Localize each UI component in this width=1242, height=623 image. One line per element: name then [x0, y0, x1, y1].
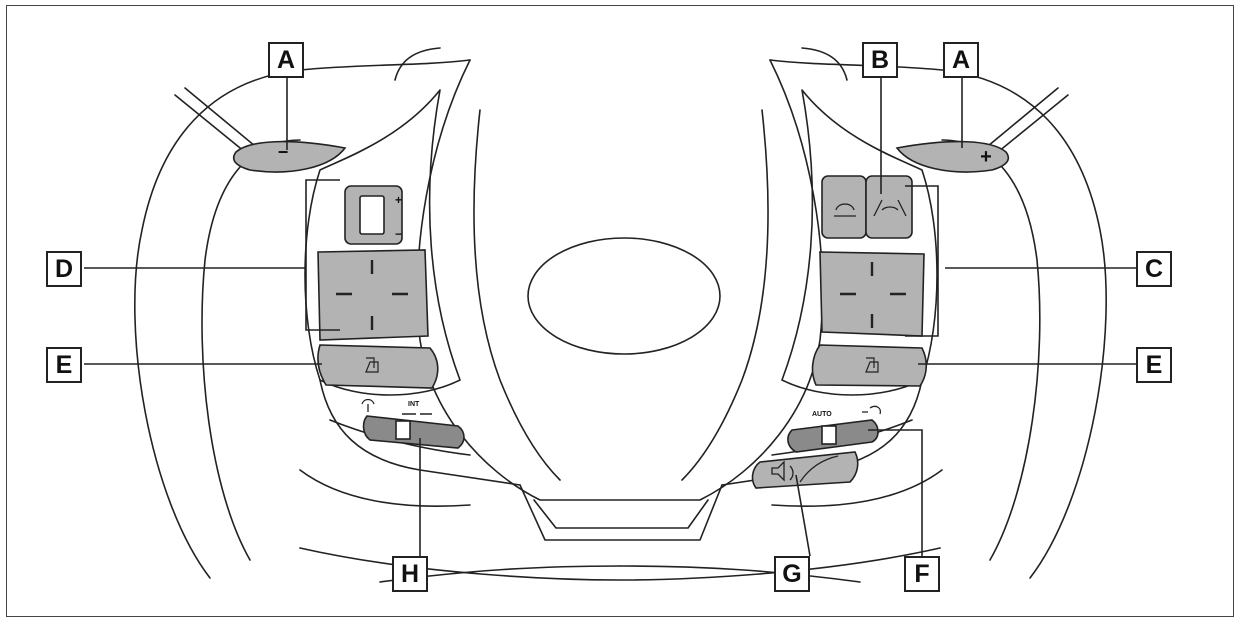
- lane-assist-icon: [873, 199, 907, 217]
- right-screen-switch[interactable]: [811, 344, 928, 387]
- left-spoke-lower: [319, 379, 521, 486]
- light-dial-knob[interactable]: [821, 425, 837, 445]
- callout-A-left: A: [268, 42, 304, 78]
- speaker-talk-icon: [771, 460, 794, 482]
- wiper-dial-knob[interactable]: [395, 420, 411, 440]
- four-way-pad-icon: [336, 260, 408, 330]
- left-paddle-minus[interactable]: [232, 140, 347, 173]
- right-paddle-plus-label: +: [980, 146, 992, 168]
- leader-G: [795, 474, 811, 557]
- right-paddle-plus[interactable]: [895, 140, 1010, 173]
- wiper-scale-label: INT: [408, 401, 420, 408]
- callout-E-right: E: [1136, 347, 1172, 383]
- wheel-rim-left-inner: [201, 139, 301, 561]
- left-paddle-minus-label: −: [278, 142, 289, 162]
- center-emblem: [527, 237, 721, 355]
- wiper-dial[interactable]: [362, 415, 465, 449]
- left-spoke-panel: [304, 89, 461, 396]
- callout-E-left: E: [46, 347, 82, 383]
- wiper-icon: [361, 398, 375, 412]
- bracket-C: [905, 185, 939, 337]
- voice-command-button[interactable]: [359, 195, 385, 235]
- right-spoke-panel: [781, 89, 938, 396]
- display-screen-icon: [365, 357, 379, 373]
- hub-inner-right: [681, 109, 769, 481]
- right-lower-cover: [771, 469, 943, 508]
- light-scale-label: AUTO: [812, 411, 832, 418]
- left-lower-cover: [299, 469, 471, 508]
- wheel-rim-left: [134, 59, 471, 579]
- display-screen-icon: [865, 357, 879, 373]
- hub-bottom-inner: [533, 499, 709, 529]
- hub-inner-left: [473, 109, 561, 481]
- wheel-top-right-arc: [801, 47, 848, 81]
- talk-switch[interactable]: [751, 451, 859, 489]
- left-four-way-pad[interactable]: [317, 249, 429, 341]
- leader-F: [868, 429, 923, 556]
- bracket-D: [305, 179, 340, 331]
- volume-plus-label: +: [395, 193, 402, 207]
- wheel-rim-right-inner: [941, 139, 1041, 561]
- figure-frame: [6, 5, 1234, 617]
- callout-H: H: [392, 556, 428, 592]
- wheel-rim-bottom-lower-r: [619, 565, 861, 583]
- four-way-pad-icon: [840, 262, 906, 328]
- headlight-icon: [862, 405, 882, 415]
- callout-G: G: [774, 556, 810, 592]
- vehicle-distance-switch[interactable]: [821, 175, 867, 239]
- volume-minus-label: −: [395, 227, 402, 241]
- wheel-top-left-arc: [394, 47, 441, 81]
- callout-C: C: [1136, 251, 1172, 287]
- right-paddle-shaft: [987, 87, 1069, 153]
- center-hub: [416, 59, 824, 501]
- left-paddle-shaft: [174, 87, 256, 153]
- callout-D: D: [46, 251, 82, 287]
- callout-A-right: A: [943, 42, 979, 78]
- callout-B: B: [862, 42, 898, 78]
- hub-bottom: [519, 484, 723, 541]
- talk-switch-divider: [799, 455, 839, 483]
- vehicle-distance-icon: [834, 203, 856, 217]
- callout-F: F: [904, 556, 940, 592]
